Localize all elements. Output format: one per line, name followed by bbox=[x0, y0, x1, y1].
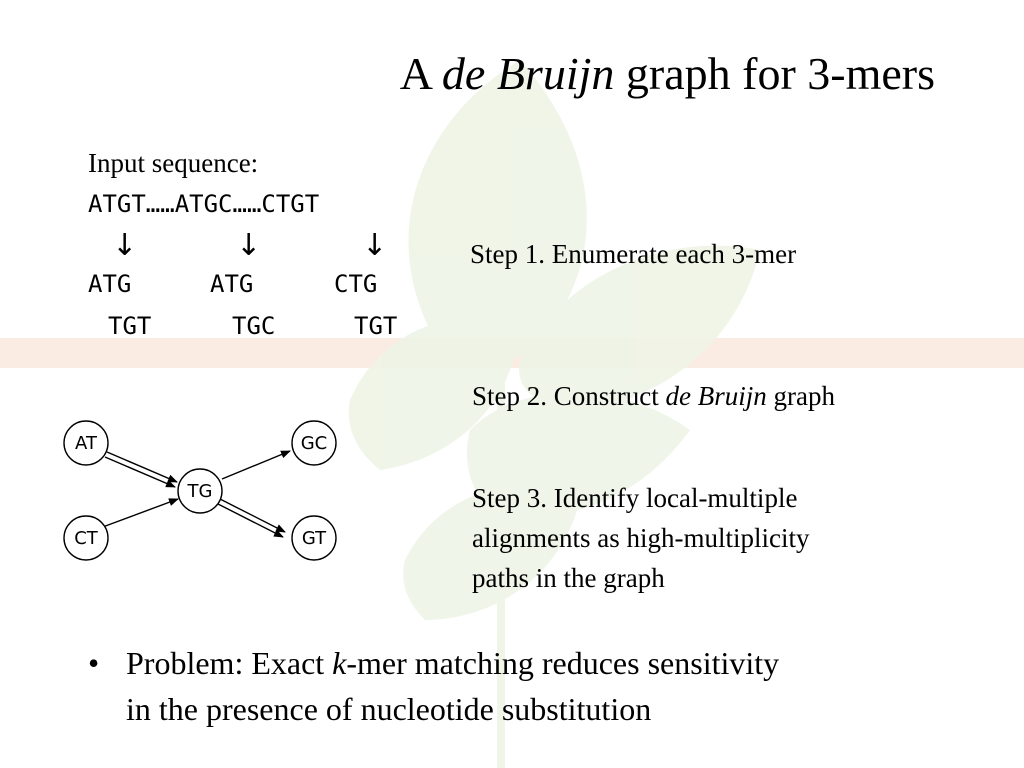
step-3: Step 3. Identify local-multiple alignmen… bbox=[472, 478, 809, 598]
bullet-line-1-prefix: Problem: Exact bbox=[126, 645, 333, 681]
kmer: TGT bbox=[354, 312, 398, 340]
node-label: TG bbox=[187, 481, 213, 502]
node-ct bbox=[63, 515, 109, 561]
kmer: ATG bbox=[88, 270, 132, 298]
bullet-line-1-italic: k bbox=[332, 645, 347, 681]
bullet-text: Problem: Exact k-mer matching reduces se… bbox=[126, 640, 779, 732]
step-1: Step 1. Enumerate each 3-mer bbox=[470, 239, 797, 269]
slide-title: A de Bruijn graph for 3-mers bbox=[0, 47, 935, 100]
edge-at-tg bbox=[106, 451, 178, 483]
step-3-line: paths in the graph bbox=[472, 563, 665, 593]
arrow-down-icon: ↓ bbox=[112, 228, 138, 263]
bullet-marker: • bbox=[88, 645, 100, 681]
node-label: CT bbox=[74, 528, 99, 549]
node-label: AT bbox=[75, 433, 98, 454]
title-prefix: A bbox=[399, 48, 442, 99]
kmer: TGC bbox=[232, 312, 276, 340]
step-3-line: alignments as high-multiplicity bbox=[472, 523, 810, 553]
title-italic: de Bruijn bbox=[441, 48, 615, 99]
edge-tg-gt bbox=[219, 498, 286, 533]
node-gt bbox=[291, 515, 337, 561]
node-at bbox=[63, 420, 109, 466]
step-2: Step 2. Construct de Bruijn graph bbox=[472, 376, 835, 416]
step-2-prefix: Step 2. Construct bbox=[472, 381, 666, 411]
node-gc bbox=[291, 420, 337, 466]
input-sequence: ATGT……ATGC……CTGT bbox=[88, 190, 320, 218]
step-2-italic: de Bruijn bbox=[665, 381, 767, 411]
node-label: GT bbox=[302, 528, 327, 549]
edge-ct-tg bbox=[99, 498, 179, 529]
kmer: TGT bbox=[108, 312, 152, 340]
kmer: ATG bbox=[210, 270, 254, 298]
step-2-suffix: graph bbox=[766, 381, 835, 411]
edge-at-tg bbox=[104, 456, 176, 488]
input-label: Input sequence: bbox=[88, 148, 259, 178]
kmer: CTG bbox=[334, 270, 378, 298]
title-suffix: graph for 3-mers bbox=[614, 48, 935, 99]
arrow-down-icon: ↓ bbox=[236, 228, 262, 263]
leaf-watermark bbox=[348, 60, 760, 768]
bullet-line-1-suffix: -mer matching reduces sensitivity bbox=[346, 645, 780, 681]
node-label: GC bbox=[301, 433, 328, 454]
edge-tg-gc bbox=[221, 450, 291, 480]
bullet-line-2: in the presence of nucleotide substituti… bbox=[126, 691, 652, 727]
edge-tg-gt bbox=[217, 503, 284, 538]
de-bruijn-graph: AT CT TG GC GT bbox=[63, 420, 337, 561]
node-tg bbox=[177, 468, 223, 514]
bullet-line-1: Problem: Exact k-mer matching reduces se… bbox=[126, 640, 779, 686]
step-3-line: Step 3. Identify local-multiple bbox=[472, 483, 798, 513]
arrow-down-icon: ↓ bbox=[362, 228, 388, 263]
